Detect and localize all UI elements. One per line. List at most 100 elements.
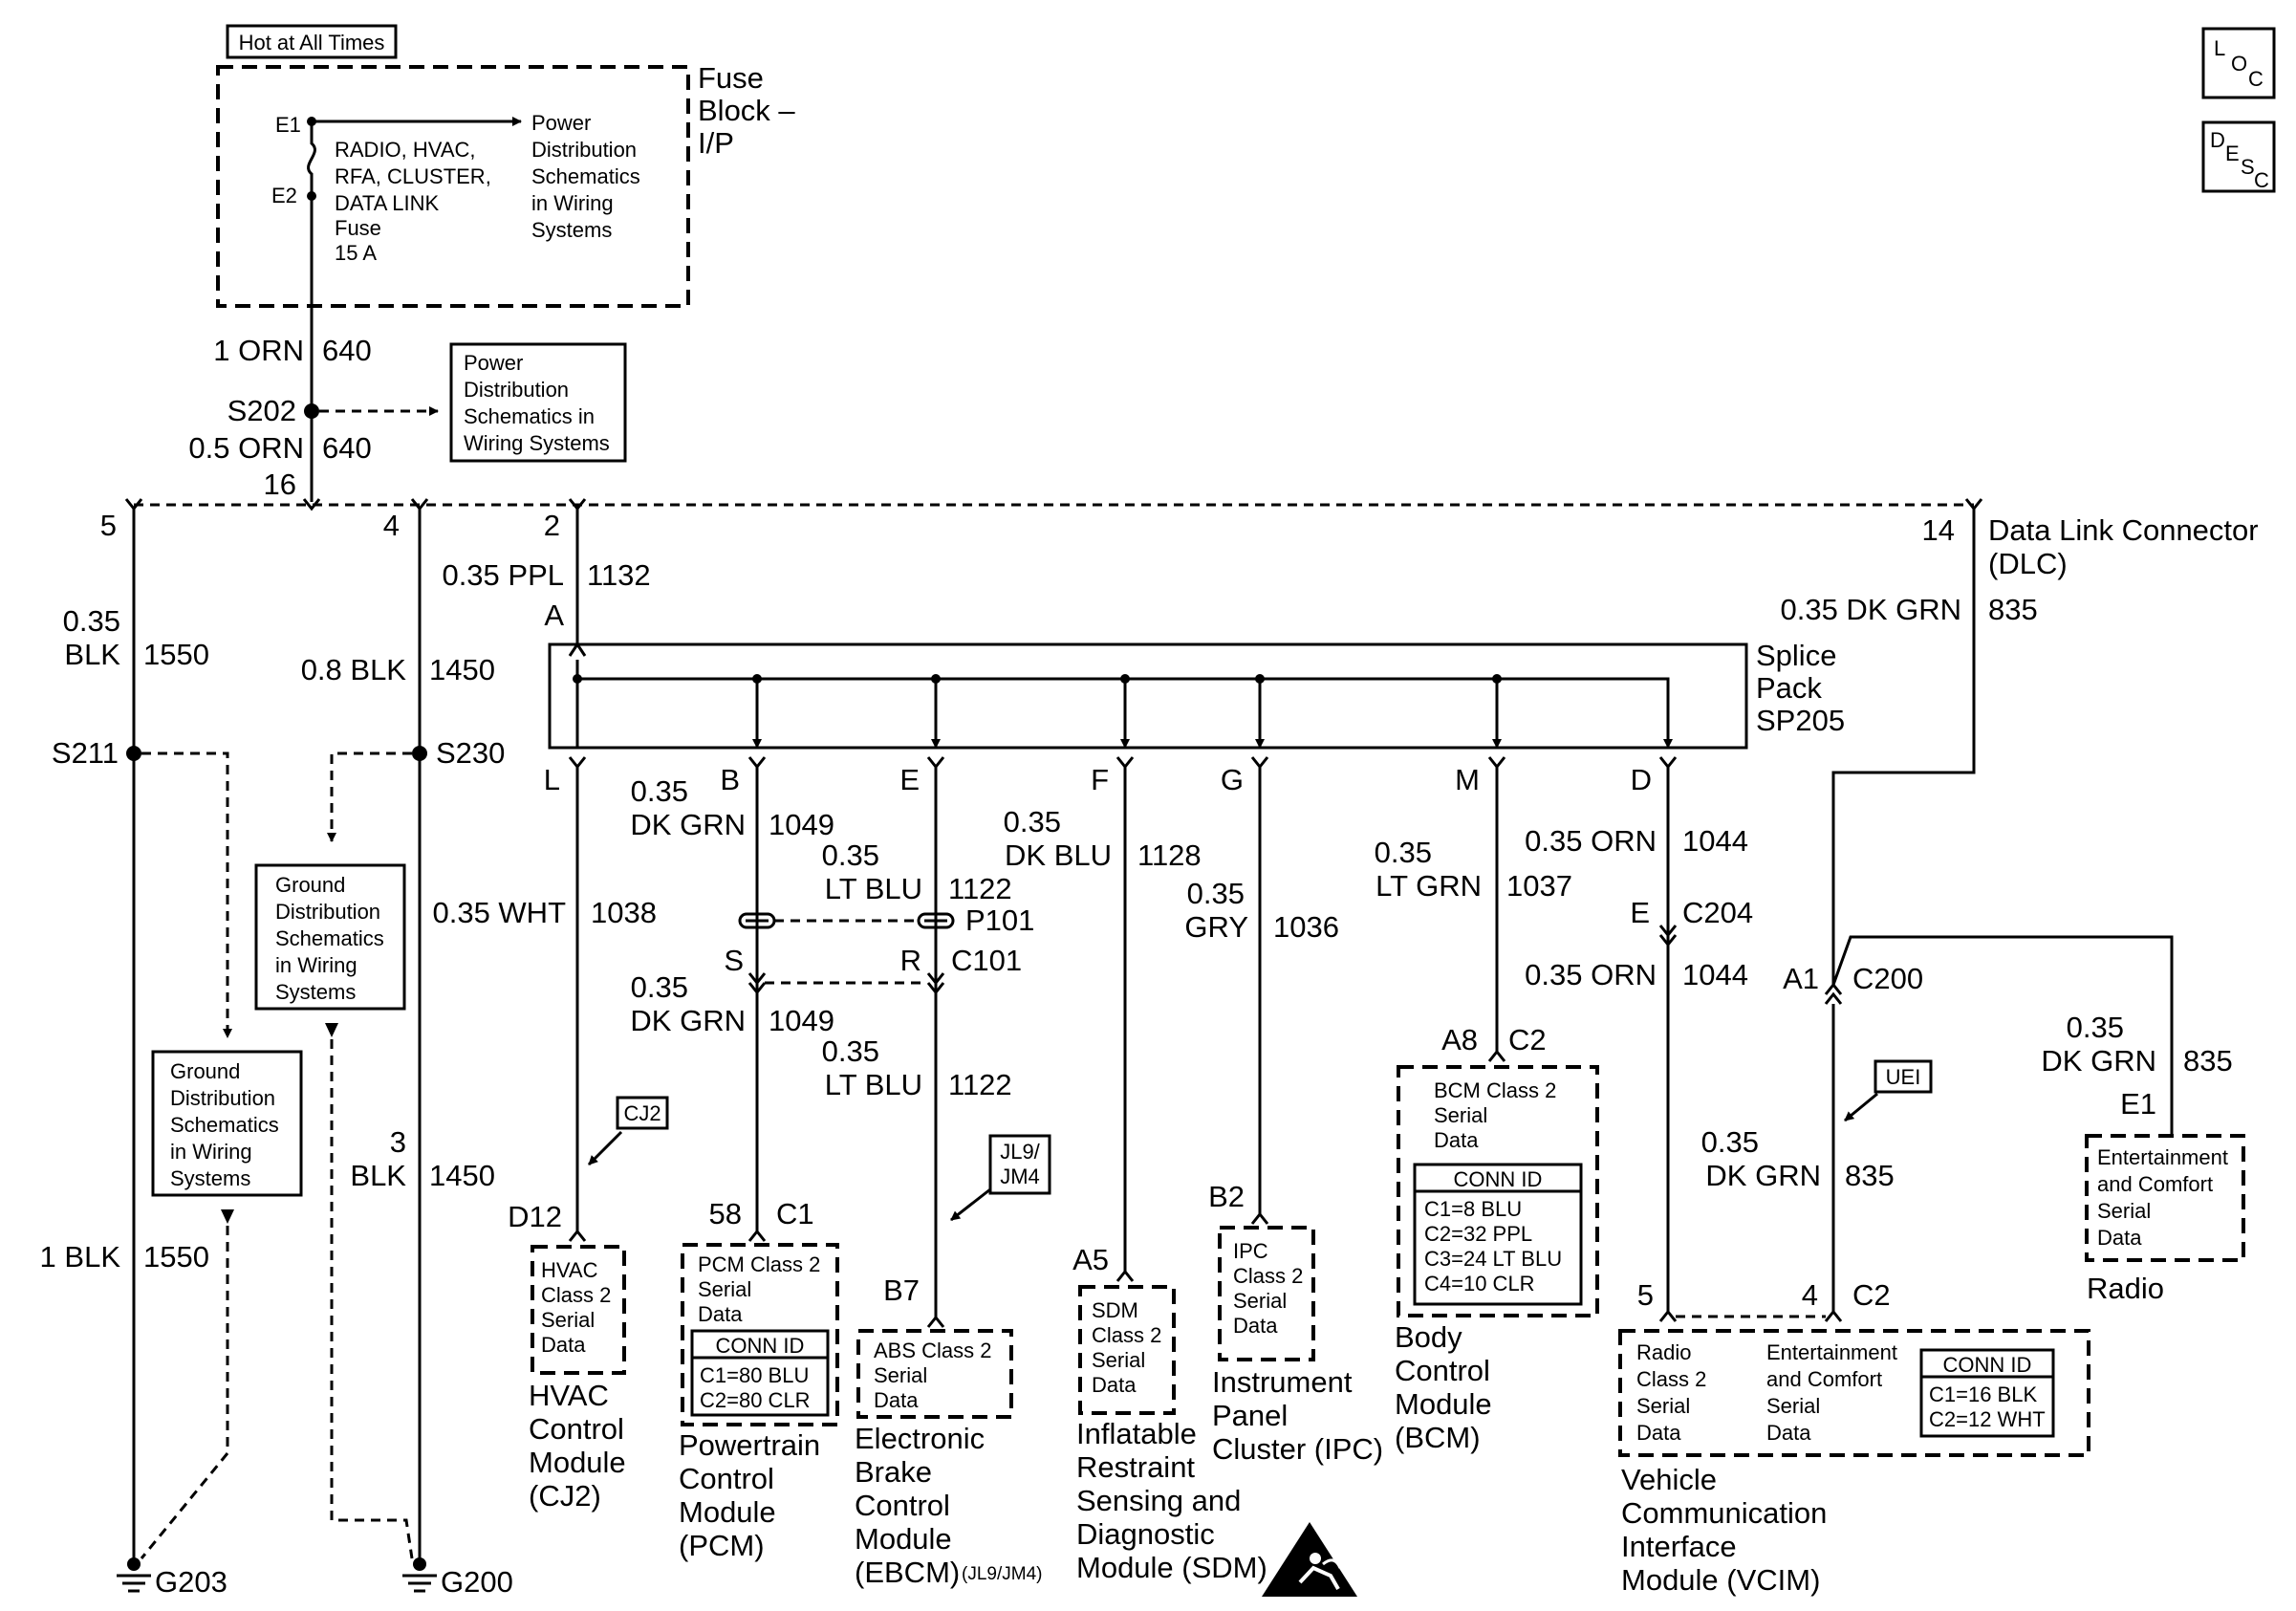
c101-ebcm-connector	[926, 972, 945, 986]
ground-a-ref-4: in Wiring	[170, 1140, 252, 1164]
splice-pin-l: L	[544, 763, 560, 796]
fuse-block: Hot at All Times Fuse Block – I/P E1 E2 …	[216, 24, 795, 308]
s202-ref-4: Wiring Systems	[464, 431, 610, 455]
bcm-wire-color: LT GRN	[1375, 869, 1482, 903]
bcm-conn-row-1: C1=8 BLU	[1424, 1197, 1522, 1221]
ebcm-module-text-3: Data	[874, 1388, 919, 1412]
radio-name: Radio	[2087, 1272, 2164, 1305]
s230-ref-arrow-up	[327, 751, 412, 842]
s211-ref-to-ground	[140, 1209, 229, 1559]
fuse-power-ref-2: Distribution	[531, 138, 637, 162]
ebcm-pin-connector	[926, 1315, 945, 1328]
vcim-ent-text-1: Entertainment	[1766, 1340, 1897, 1364]
power-feed-circuit-top: 640	[322, 334, 372, 367]
ebcm-name-4: Module	[855, 1522, 952, 1556]
ebcm-circuit: 1122	[948, 872, 1012, 905]
ground-a-wire-color: BLK	[64, 638, 120, 671]
ground-b-ref-2: Distribution	[275, 900, 380, 924]
ipc-module-text-4: Data	[1233, 1314, 1278, 1338]
hvac-module-text-1: HVAC	[541, 1258, 598, 1282]
vcim-name-2: Communication	[1621, 1496, 1827, 1530]
ipc-module-outline	[1218, 1226, 1315, 1361]
connector-chevron	[926, 756, 945, 770]
desc-icon[interactable]: D E S C	[2201, 120, 2276, 193]
splice-pin-d: D	[1631, 763, 1652, 796]
splice-pin-e: E	[899, 763, 920, 796]
dlc-pin-14: 14	[1922, 513, 1955, 547]
pcm-module-text-3: Data	[698, 1302, 743, 1326]
connector-chevron	[568, 756, 587, 770]
dlc-pin-4-connector	[410, 498, 429, 512]
ipc-wire-color: GRY	[1184, 910, 1248, 944]
ground-symbol-icon	[117, 1574, 151, 1593]
vcim-pin4-wire-color: DK GRN	[1705, 1159, 1821, 1192]
ebcm-wire-size: 0.35	[822, 838, 879, 872]
radio-wire-size: 0.35	[2067, 1011, 2124, 1044]
splice-pin-g: G	[1221, 763, 1244, 796]
desc-letter-d: D	[2210, 128, 2225, 152]
dlc-title-1: Data Link Connector	[1988, 513, 2259, 547]
pcm-conn-row-2: C2=80 CLR	[700, 1388, 811, 1412]
connector-chevron	[1116, 756, 1135, 770]
sdm-module-outline	[1078, 1285, 1176, 1415]
ground-a-ref-2: Distribution	[170, 1086, 275, 1110]
ebcm-name-2: Brake	[855, 1455, 932, 1489]
sdm-pin-connector	[1116, 1269, 1135, 1282]
pcm-circuit2: 1049	[769, 1004, 834, 1037]
ground-g203-label: G203	[155, 1565, 227, 1599]
hvac-circuit: 1038	[591, 896, 657, 929]
desc-letter-c: C	[2254, 168, 2269, 192]
sdm-circuit: 1128	[1137, 838, 1202, 872]
ground-a-circuit: 1550	[143, 638, 209, 671]
connector-chevron	[747, 756, 767, 770]
bcm-pin: A8	[1441, 1023, 1478, 1056]
hot-at-all-times-label: Hot at All Times	[239, 31, 385, 54]
c101-pcm-connector	[747, 982, 767, 995]
sdm-wire-size: 0.35	[1004, 805, 1061, 838]
vcim-conn-id-box	[1919, 1348, 2055, 1438]
bcm-name-2: Control	[1395, 1354, 1490, 1387]
vcim-conn-c2: C2	[1852, 1278, 1891, 1312]
pcm-wire2-color: DK GRN	[630, 1004, 746, 1037]
hvac-option-box	[616, 1096, 669, 1130]
pcm-conn-row-1: C1=80 BLU	[700, 1363, 809, 1387]
dlc-pin-16-connector	[302, 498, 321, 512]
bcm-conn-id-box	[1413, 1163, 1583, 1306]
loc-icon[interactable]: L O C	[2201, 27, 2276, 99]
ground-b-wire-bottom-size: 3	[390, 1125, 406, 1159]
ebcm-name-5: (EBCM)	[855, 1556, 960, 1589]
bcm-pin-connector	[1487, 1049, 1506, 1062]
g200-terminal	[413, 1557, 426, 1571]
fuse-text-3: DATA LINK	[335, 191, 440, 215]
ground-b-circuit: 1450	[429, 653, 495, 686]
bcm-module-outline	[1397, 1065, 1599, 1317]
fuse-block-title-3: I/P	[698, 126, 734, 160]
ebcm-name-1: Electronic	[855, 1422, 985, 1455]
sdm-name-2: Restraint	[1076, 1450, 1195, 1484]
splice-pack-title-3: SP205	[1756, 704, 1845, 737]
ground-g200-label: G200	[441, 1565, 513, 1599]
ipc-module-text-2: Class 2	[1233, 1264, 1303, 1288]
bcm-module-text-2: Serial	[1434, 1103, 1487, 1127]
pcm-name-2: Control	[679, 1462, 774, 1495]
ground-a-ref-box	[151, 1050, 303, 1197]
hvac-option-label: CJ2	[623, 1101, 661, 1125]
loc-letter-l: L	[2214, 36, 2225, 60]
dlc-branch-circuit: 835	[1988, 593, 2038, 626]
splice-bus-drop-d	[1497, 677, 1673, 749]
fuse-text-5: 15 A	[335, 241, 377, 265]
pcm-wire2-size: 0.35	[631, 970, 688, 1004]
s202-ref-box	[449, 342, 627, 463]
connector-chevron	[1487, 756, 1506, 770]
bcm-module-text-1: BCM Class 2	[1434, 1078, 1556, 1102]
radio-circuit: 835	[2183, 1044, 2233, 1078]
splice-s202-label: S202	[227, 394, 296, 427]
ground-b-wire: 0.8 BLK	[301, 653, 407, 686]
pcm-circuit: 1049	[769, 808, 834, 841]
radio-module-text-4: Data	[2097, 1226, 2142, 1250]
power-feed-wire-top: 1 ORN	[213, 334, 304, 367]
dlc-pin-2: 2	[544, 509, 560, 542]
radio-module-text-2: and Comfort	[2097, 1172, 2213, 1196]
splice-pack-pin-a-connector	[568, 642, 587, 657]
bcm-circuit: 1037	[1506, 869, 1572, 903]
